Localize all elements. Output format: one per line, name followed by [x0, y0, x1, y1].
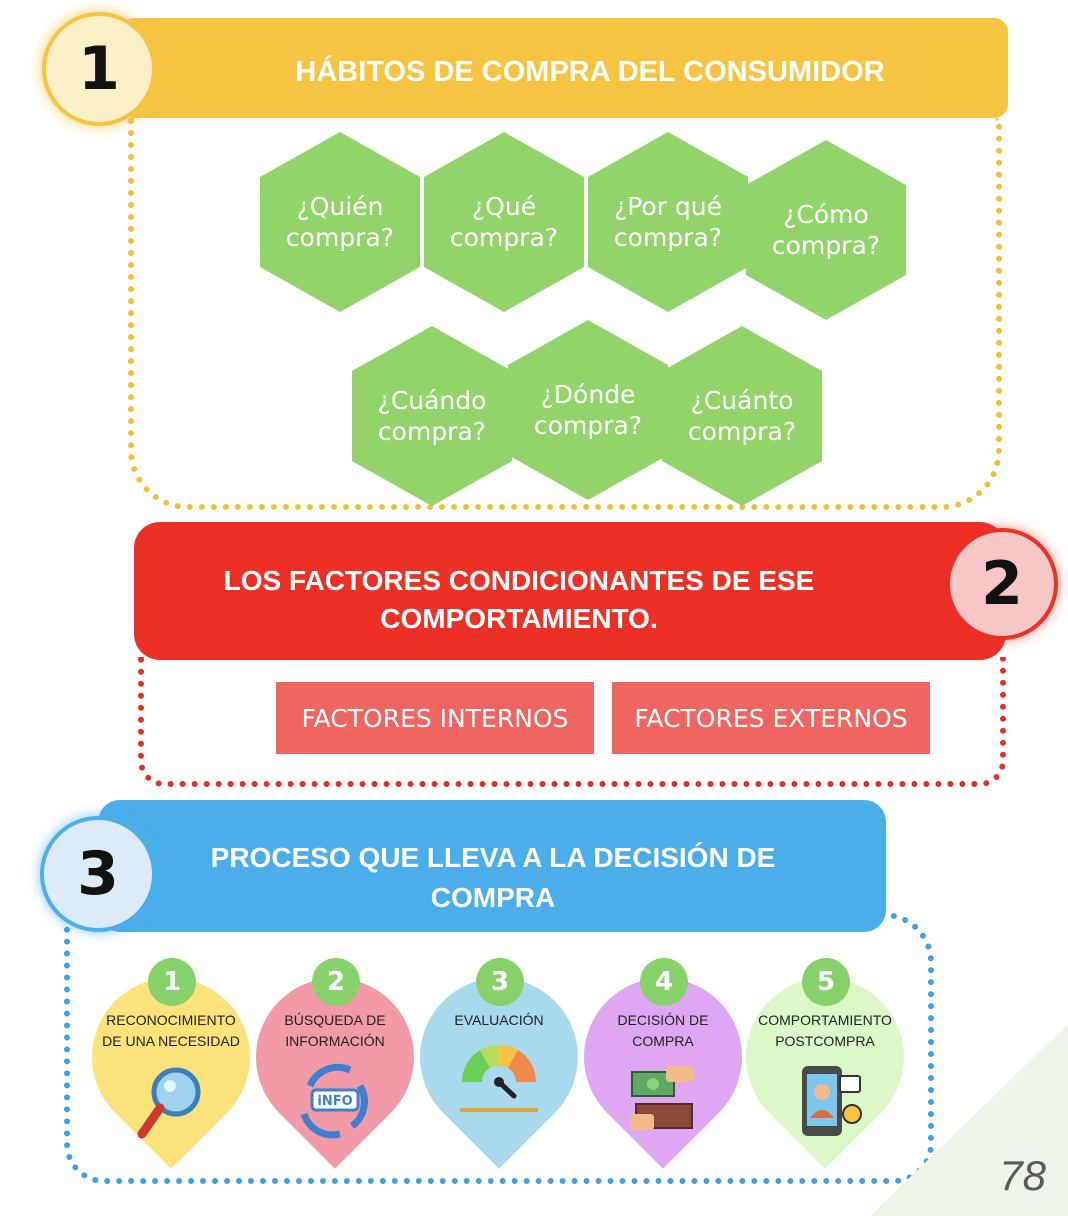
- svg-text:iNFO: iNFO: [317, 1094, 352, 1109]
- question-hexagon-como: ¿Cómo compra?: [746, 140, 906, 320]
- step-label-line2: INFORMACIÓN: [285, 1033, 385, 1049]
- step-label-line1: COMPORTAMIENTO: [758, 1012, 892, 1028]
- question-text: ¿Por qué compra?: [613, 192, 723, 252]
- section3-title: PROCESO QUE LLEVA A LA DECISIÓN DE COMPR…: [138, 838, 848, 918]
- step-number: 1: [148, 958, 196, 1006]
- step-label: BÚSQUEDA DE INFORMACIÓN: [260, 1010, 410, 1052]
- step-label: COMPORTAMIENTO POSTCOMPRA: [750, 1010, 900, 1052]
- step-label: EVALUACIÓN: [424, 1010, 574, 1031]
- step-label-line2: DE UNA NECESIDAD: [102, 1033, 240, 1049]
- section3-title-line2: COMPRA: [430, 882, 556, 913]
- section3-number-badge: 3: [40, 816, 156, 932]
- step-number: 4: [640, 958, 688, 1006]
- info-cycle-icon: iNFO: [300, 1063, 368, 1139]
- process-step-5: 5 COMPORTAMIENTO POSTCOMPRA: [713, 945, 937, 1170]
- process-step-1: 1 RECONOCIMIENTO DE UNA NECESIDAD: [59, 945, 283, 1170]
- magnifier-icon: [137, 1067, 201, 1139]
- section2-title: LOS FACTORES CONDICIONANTES DE ESE COMPO…: [194, 562, 844, 638]
- phone-feedback-icon: [802, 1066, 862, 1136]
- question-hexagon-cuanto: ¿Cuánto compra?: [662, 326, 822, 506]
- step-label: RECONOCIMIENTO DE UNA NECESIDAD: [96, 1010, 246, 1052]
- factores-internos-box: FACTORES INTERNOS: [276, 682, 594, 754]
- section2-title-line1: LOS FACTORES CONDICIONANTES DE ESE: [223, 565, 815, 596]
- question-hexagon-por-que: ¿Por qué compra?: [588, 132, 748, 312]
- question-hexagon-donde: ¿Dónde compra?: [508, 320, 668, 500]
- process-step-2: 2 BÚSQUEDA DE INFORMACIÓN iNFO: [223, 945, 447, 1170]
- step-label-line1: RECONOCIMIENTO: [106, 1012, 236, 1028]
- section1-number-badge: 1: [42, 12, 156, 126]
- section3-banner: PROCESO QUE LLEVA A LA DECISIÓN DE COMPR…: [98, 800, 886, 932]
- section2-dotted-frame: [138, 657, 1006, 787]
- section3-title-line1: PROCESO QUE LLEVA A LA DECISIÓN DE: [210, 842, 776, 873]
- question-text: ¿Cuánto compra?: [687, 386, 797, 446]
- step-label-line1: BÚSQUEDA DE: [284, 1012, 386, 1028]
- step-label-line1: DECISIÓN DE: [617, 1012, 709, 1028]
- step-number: 2: [312, 958, 360, 1006]
- section1-title: HÁBITOS DE COMPRA DEL CONSUMIDOR: [295, 56, 885, 88]
- gauge-icon: [460, 1044, 538, 1112]
- question-text: ¿Dónde compra?: [533, 380, 643, 440]
- step-label-line2: COMPRA: [632, 1033, 694, 1049]
- step-label-line1: EVALUACIÓN: [454, 1012, 544, 1028]
- step-number: 3: [476, 958, 524, 1006]
- payment-icon: [630, 1066, 694, 1130]
- step-label: DECISIÓN DE COMPRA: [588, 1010, 738, 1052]
- step-label-line2: POSTCOMPRA: [775, 1033, 875, 1049]
- question-text: ¿Quién compra?: [285, 192, 395, 252]
- process-step-4: 4 DECISIÓN DE COMPRA: [551, 945, 775, 1170]
- question-text: ¿Cómo compra?: [771, 200, 881, 260]
- page-number: 78: [999, 1152, 1046, 1199]
- step-number: 5: [802, 958, 850, 1006]
- section1-dotted-frame: [128, 118, 1002, 510]
- question-text: ¿Qué compra?: [449, 192, 559, 252]
- section2-number-badge: 2: [946, 528, 1058, 640]
- question-text: ¿Cuándo compra?: [377, 386, 487, 446]
- process-step-3: 3 EVALUACIÓN: [387, 945, 611, 1170]
- section1-banner: HÁBITOS DE COMPRA DEL CONSUMIDOR: [120, 18, 1008, 118]
- factores-externos-box: FACTORES EXTERNOS: [612, 682, 930, 754]
- section2-banner: LOS FACTORES CONDICIONANTES DE ESE COMPO…: [134, 522, 1006, 660]
- section2-title-line2: COMPORTAMIENTO.: [380, 603, 658, 634]
